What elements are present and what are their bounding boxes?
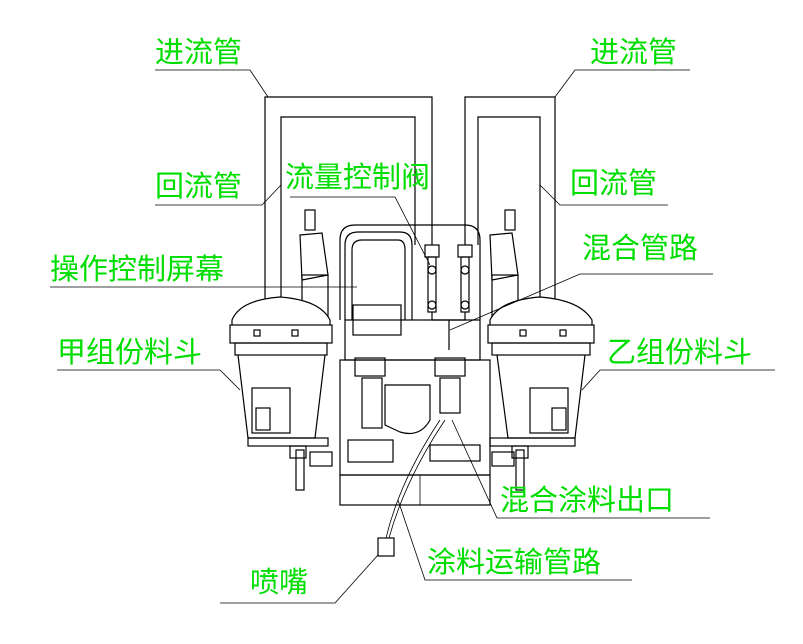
label-return-pipe-left: 回流管 (155, 169, 242, 203)
leader-lines (50, 69, 775, 604)
label-inflow-pipe-right: 进流管 (590, 35, 677, 69)
right-pipes (464, 96, 556, 300)
label-control-screen: 操作控制屏幕 (50, 252, 224, 286)
hopper-b-drawing (487, 209, 595, 491)
label-inflow-pipe-left: 进流管 (155, 35, 242, 69)
label-flow-control-valve: 流量控制阀 (285, 160, 430, 194)
label-transport-pipeline: 涂料运输管路 (427, 545, 601, 579)
label-nozzle: 喷嘴 (250, 565, 308, 599)
hopper-a-drawing (229, 209, 333, 491)
label-mixing-pipeline: 混合管路 (582, 231, 698, 265)
left-pipes (264, 96, 433, 300)
nozzle-drawing (377, 537, 395, 557)
label-hopper-a: 甲组份料斗 (57, 335, 202, 369)
label-mixed-outlet: 混合涂料出口 (500, 483, 674, 517)
central-unit-drawing (339, 224, 491, 506)
label-return-pipe-right: 回流管 (570, 166, 657, 200)
label-hopper-b: 乙组份料斗 (607, 335, 752, 369)
transport-hose (385, 419, 441, 539)
